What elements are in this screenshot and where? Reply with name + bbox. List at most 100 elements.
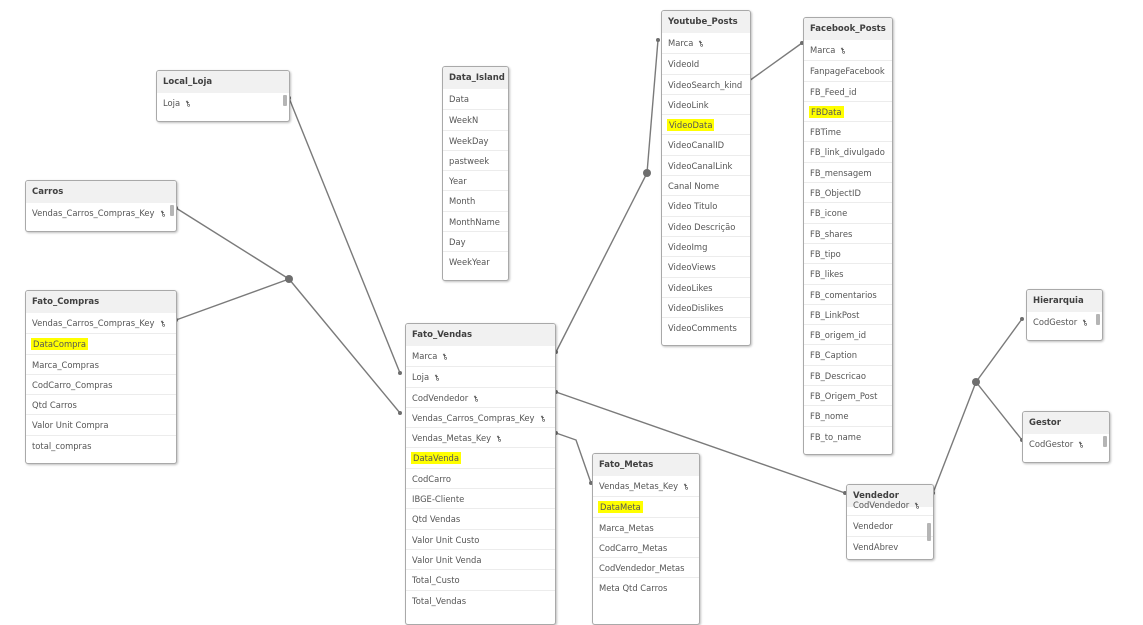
- field-row[interactable]: FB_LinkPost: [804, 303, 892, 324]
- field-row[interactable]: DataCompra: [26, 333, 176, 353]
- link-hub-hierarquia: [975, 318, 1023, 383]
- field-row[interactable]: CodVendedor⚷: [406, 386, 555, 407]
- field-row[interactable]: Data: [443, 89, 508, 109]
- field-row[interactable]: FanpageFacebook: [804, 60, 892, 80]
- field-row[interactable]: Vendas_Metas_Key⚷: [593, 476, 699, 496]
- field-row[interactable]: FB_Feed_id: [804, 80, 892, 101]
- field-row[interactable]: VideoImg: [662, 235, 750, 256]
- field-row[interactable]: FB_tipo: [804, 242, 892, 263]
- field-row[interactable]: Marca⚷: [804, 40, 892, 60]
- field-row[interactable]: FB_to_name: [804, 425, 892, 446]
- table-carros[interactable]: Carros Vendas_Carros_Compras_Key⚷: [25, 180, 177, 233]
- scrollbar-handle[interactable]: [1103, 436, 1107, 447]
- field-row[interactable]: FBData: [804, 100, 892, 121]
- field-row[interactable]: WeekDay: [443, 129, 508, 150]
- field-row[interactable]: DataMeta: [593, 496, 699, 516]
- table-fato-vendas[interactable]: Fato_Vendas Marca⚷Loja⚷CodVendedor⚷Venda…: [405, 323, 556, 625]
- table-local-loja[interactable]: Local_Loja Loja⚷: [156, 70, 290, 123]
- field-row[interactable]: Meta Qtd Carros: [593, 577, 699, 597]
- field-row[interactable]: FBTime: [804, 121, 892, 141]
- field-row[interactable]: CodCarro_Compras: [26, 373, 176, 394]
- field-row[interactable]: CodGestor⚷: [1023, 434, 1109, 454]
- field-row[interactable]: MonthName: [443, 210, 508, 231]
- field-row[interactable]: FB_mensagem: [804, 161, 892, 182]
- field-row[interactable]: Marca_Compras: [26, 353, 176, 374]
- scrollbar-handle[interactable]: [283, 95, 287, 106]
- field-row[interactable]: Vendas_Carros_Compras_Key⚷: [406, 406, 555, 427]
- field-row[interactable]: FB_Caption: [804, 344, 892, 364]
- field-row[interactable]: CodVendedor⚷: [847, 495, 933, 515]
- field-row[interactable]: FB_origem_id: [804, 324, 892, 344]
- field-row[interactable]: Qtd Vendas: [406, 508, 555, 528]
- key-icon: ⚷: [1079, 317, 1090, 328]
- field-row[interactable]: Vendas_Metas_Key⚷: [406, 427, 555, 447]
- field-row[interactable]: VideoId: [662, 53, 750, 73]
- field-row[interactable]: FB_link_divulgado: [804, 141, 892, 161]
- field-name: Vendas_Metas_Key: [412, 433, 492, 444]
- field-name: CodVendedor_Metas: [599, 563, 685, 574]
- field-name: FB_LinkPost: [810, 309, 860, 320]
- field-row[interactable]: Loja⚷: [406, 366, 555, 386]
- field-row[interactable]: VideoSearch_kind: [662, 73, 750, 94]
- scrollbar-handle[interactable]: [170, 205, 174, 216]
- field-row[interactable]: CodVendedor_Metas: [593, 557, 699, 577]
- field-row[interactable]: VideoCanalID: [662, 134, 750, 154]
- field-row[interactable]: VideoLink: [662, 93, 750, 114]
- field-row[interactable]: Video Descrição: [662, 215, 750, 236]
- field-row[interactable]: VideoData: [662, 114, 750, 134]
- field-row[interactable]: CodGestor⚷: [1027, 312, 1102, 332]
- field-row[interactable]: Marca_Metas: [593, 516, 699, 537]
- field-row[interactable]: Day: [443, 231, 508, 251]
- field-row[interactable]: CodCarro_Metas: [593, 536, 699, 557]
- field-row[interactable]: Valor Unit Compra: [26, 414, 176, 434]
- field-row[interactable]: VideoComments: [662, 317, 750, 337]
- field-row[interactable]: VendAbrev: [847, 535, 933, 556]
- field-row[interactable]: Video Titulo: [662, 195, 750, 215]
- field-row[interactable]: Valor Unit Custo: [406, 528, 555, 549]
- field-row[interactable]: Vendas_Carros_Compras_Key⚷: [26, 313, 176, 333]
- field-row[interactable]: Canal Nome: [662, 175, 750, 195]
- field-row[interactable]: FB_likes: [804, 263, 892, 283]
- field-row[interactable]: Total_Custo: [406, 569, 555, 589]
- field-row[interactable]: CodCarro: [406, 467, 555, 488]
- field-row[interactable]: VideoCanalLink: [662, 154, 750, 175]
- field-row[interactable]: VideoDislikes: [662, 296, 750, 317]
- field-row[interactable]: VideoViews: [662, 256, 750, 276]
- table-fato-compras[interactable]: Fato_Compras Vendas_Carros_Compras_Key⚷D…: [25, 290, 177, 465]
- field-row[interactable]: FB_Descricao: [804, 364, 892, 385]
- table-gestor[interactable]: Gestor CodGestor⚷: [1022, 411, 1110, 464]
- field-row[interactable]: Month: [443, 190, 508, 210]
- field-row[interactable]: WeekN: [443, 109, 508, 129]
- scrollbar-handle[interactable]: [927, 523, 931, 541]
- field-row[interactable]: FB_Origem_Post: [804, 385, 892, 405]
- field-row[interactable]: Loja⚷: [157, 93, 289, 113]
- field-row[interactable]: FB_comentarios: [804, 283, 892, 304]
- field-row[interactable]: Vendas_Carros_Compras_Key⚷: [26, 203, 176, 223]
- field-row[interactable]: DataVenda: [406, 447, 555, 467]
- field-row[interactable]: FB_shares: [804, 222, 892, 243]
- field-name: Day: [449, 237, 466, 248]
- field-row[interactable]: Qtd Carros: [26, 394, 176, 414]
- field-row[interactable]: total_compras: [26, 434, 176, 455]
- field-row[interactable]: Total_Vendas: [406, 589, 555, 610]
- field-row[interactable]: Vendedor: [847, 515, 933, 535]
- field-row[interactable]: WeekYear: [443, 251, 508, 271]
- field-row[interactable]: IBGE-Cliente: [406, 488, 555, 508]
- field-row[interactable]: Marca⚷: [406, 346, 555, 366]
- field-row[interactable]: Year: [443, 170, 508, 190]
- field-name: CodGestor: [1033, 317, 1078, 327]
- field-row[interactable]: Valor Unit Venda: [406, 548, 555, 569]
- field-row[interactable]: pastweek: [443, 149, 508, 170]
- field-row[interactable]: FB_ObjectID: [804, 182, 892, 202]
- field-row[interactable]: FB_icone: [804, 202, 892, 222]
- field-row[interactable]: FB_nome: [804, 405, 892, 425]
- field-row[interactable]: VideoLikes: [662, 276, 750, 297]
- table-hierarquia[interactable]: Hierarquia CodGestor⚷: [1026, 289, 1103, 342]
- scrollbar-handle[interactable]: [1096, 314, 1100, 325]
- field-row[interactable]: Marca⚷: [662, 33, 750, 53]
